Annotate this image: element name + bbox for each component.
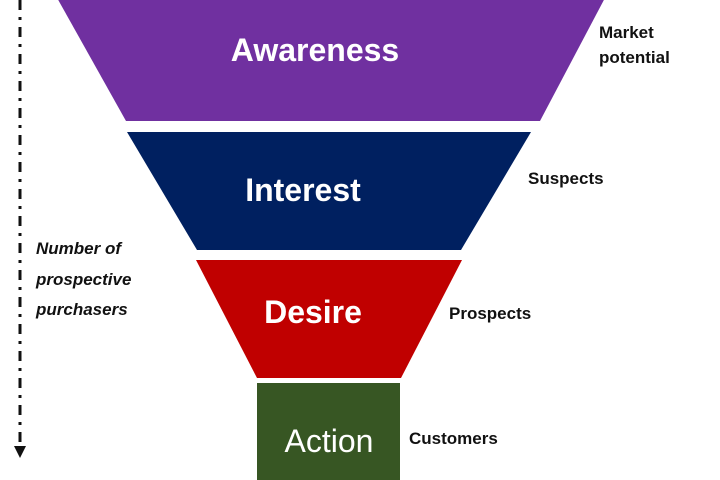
- prospects-axis: Number of prospective purchasers: [14, 0, 131, 458]
- funnel-stage-desire: Desire: [196, 260, 462, 378]
- stage-label-desire: Desire: [264, 294, 362, 330]
- axis-label-line-1: Number of: [36, 239, 123, 258]
- stage-label-interest: Interest: [245, 172, 361, 208]
- funnel-stage-awareness: Awareness: [58, 0, 604, 121]
- stage-label-action: Action: [285, 423, 374, 459]
- axis-label-line-3: purchasers: [35, 300, 128, 319]
- funnel-stage-action: Action: [257, 383, 400, 480]
- axis-label-line-2: prospective: [35, 270, 131, 289]
- annotation-market-potential: Market potential: [599, 23, 670, 67]
- funnel-segment-action: [257, 383, 400, 480]
- dash-dot-down-arrow-icon: [14, 446, 26, 458]
- funnel-segment-awareness: [58, 0, 604, 121]
- annotation-suspects: Suspects: [528, 169, 604, 188]
- funnel-segment-desire: [196, 260, 462, 378]
- funnel-segment-interest: [127, 132, 531, 250]
- annotation-prospects: Prospects: [449, 304, 531, 323]
- annotation-customers: Customers: [409, 429, 498, 448]
- stage-label-awareness: Awareness: [231, 32, 399, 68]
- funnel-stage-interest: Interest: [127, 132, 531, 250]
